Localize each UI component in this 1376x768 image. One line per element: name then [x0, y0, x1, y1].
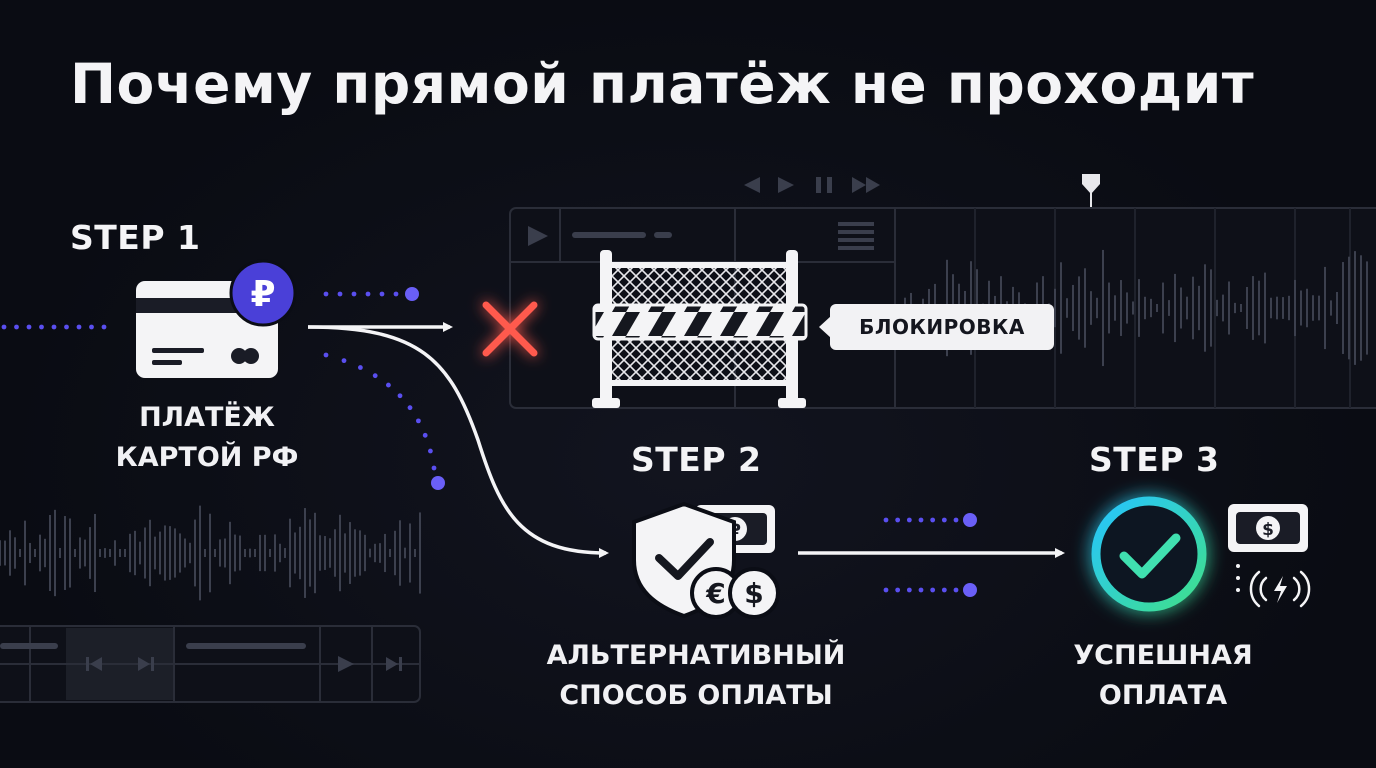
step-2-caption: АЛЬТЕРНАТИВНЫЙ СПОСОБ ОПЛАТЫ	[547, 636, 846, 716]
cross-icon	[482, 301, 538, 357]
connector-dot	[895, 517, 901, 523]
connector-dot	[1, 324, 7, 330]
connector-dot	[51, 324, 57, 330]
waveform-left	[0, 505, 421, 601]
connector-dot	[76, 324, 82, 330]
step-1-caption-line2: КАРТОЙ РФ	[115, 442, 299, 473]
connector-dot	[323, 352, 329, 358]
connector-dot	[431, 465, 437, 471]
banknote-dollar-icon: $	[1228, 504, 1308, 552]
connector-dot	[407, 405, 413, 411]
connector-dot	[337, 291, 343, 297]
step-2-caption-line2: СПОСОБ ОПЛАТЫ	[559, 680, 833, 711]
barrier-icon	[592, 250, 808, 408]
step-2-caption-line1: АЛЬТЕРНАТИВНЫЙ	[546, 640, 846, 671]
connector-dot	[941, 517, 947, 523]
connector-dot	[351, 291, 357, 297]
block-label: БЛОКИРОВКА	[819, 304, 1054, 350]
dotted-connectors	[1, 291, 959, 593]
connector-dot	[906, 587, 912, 593]
connector-dot	[883, 517, 889, 523]
dollar-coin-icon: $	[728, 567, 780, 619]
connector-dot	[918, 517, 924, 523]
step-1-caption: ПЛАТЁЖ КАРТОЙ РФ	[116, 398, 299, 478]
transport-controls-icon	[744, 177, 880, 193]
connector-dot	[422, 432, 428, 438]
connector-dot	[14, 324, 19, 330]
timeline-bottom	[0, 625, 421, 703]
connector-dot	[64, 324, 69, 330]
step-3-caption-line1: УСПЕШНАЯ	[1073, 640, 1253, 671]
step-1-label: STEP 1	[70, 218, 201, 257]
connector-dot	[372, 373, 378, 379]
step-3-caption-line2: ОПЛАТА	[1098, 680, 1228, 711]
connector-node	[431, 476, 445, 490]
contactless-icon	[1249, 570, 1311, 608]
connector-dot	[323, 291, 329, 297]
dots-vertical-icon	[1236, 564, 1240, 592]
euro-coin-icon: €	[690, 567, 742, 619]
step-1-caption-line1: ПЛАТЁЖ	[139, 402, 275, 433]
connector-dot	[941, 587, 947, 593]
connector-dot	[26, 324, 32, 330]
connector-dot	[341, 358, 347, 364]
connector-dot	[918, 587, 924, 593]
connector-dot	[89, 324, 94, 330]
banknote-dollar-symbol: $	[1262, 520, 1274, 540]
connector-dot	[379, 291, 385, 297]
waveform-right	[904, 249, 1368, 367]
connector-dot	[930, 517, 936, 523]
connector-node	[963, 583, 977, 597]
arrow-to-alternative	[307, 325, 609, 558]
connector-dot	[365, 291, 371, 297]
connector-dot	[393, 291, 399, 297]
step-3-caption: УСПЕШНАЯ ОПЛАТА	[1073, 636, 1252, 716]
connector-dot	[428, 448, 433, 454]
connector-dot	[906, 517, 912, 523]
connector-dot	[386, 382, 391, 388]
connector-node	[405, 287, 419, 301]
connector-dot	[416, 418, 421, 424]
euro-symbol: €	[705, 577, 725, 610]
connector-dot	[953, 517, 959, 523]
connector-dot	[397, 393, 403, 399]
step-3-label: STEP 3	[1089, 440, 1220, 479]
page-title: Почему прямой платёж не проходит	[70, 52, 1255, 116]
ruble-coin-icon: ₽	[229, 259, 297, 327]
connector-dot	[953, 587, 959, 593]
connector-dot	[930, 587, 936, 593]
connector-dot	[883, 587, 889, 593]
dollar-symbol: $	[744, 577, 763, 610]
connector-dot	[895, 587, 901, 593]
connector-dot	[39, 324, 44, 330]
check-circle-icon	[1091, 496, 1207, 612]
step-2-label: STEP 2	[631, 440, 762, 479]
ruble-symbol: ₽	[250, 274, 275, 315]
connector-dot	[101, 324, 107, 330]
connector-dot	[358, 365, 363, 370]
connector-node	[963, 513, 977, 527]
